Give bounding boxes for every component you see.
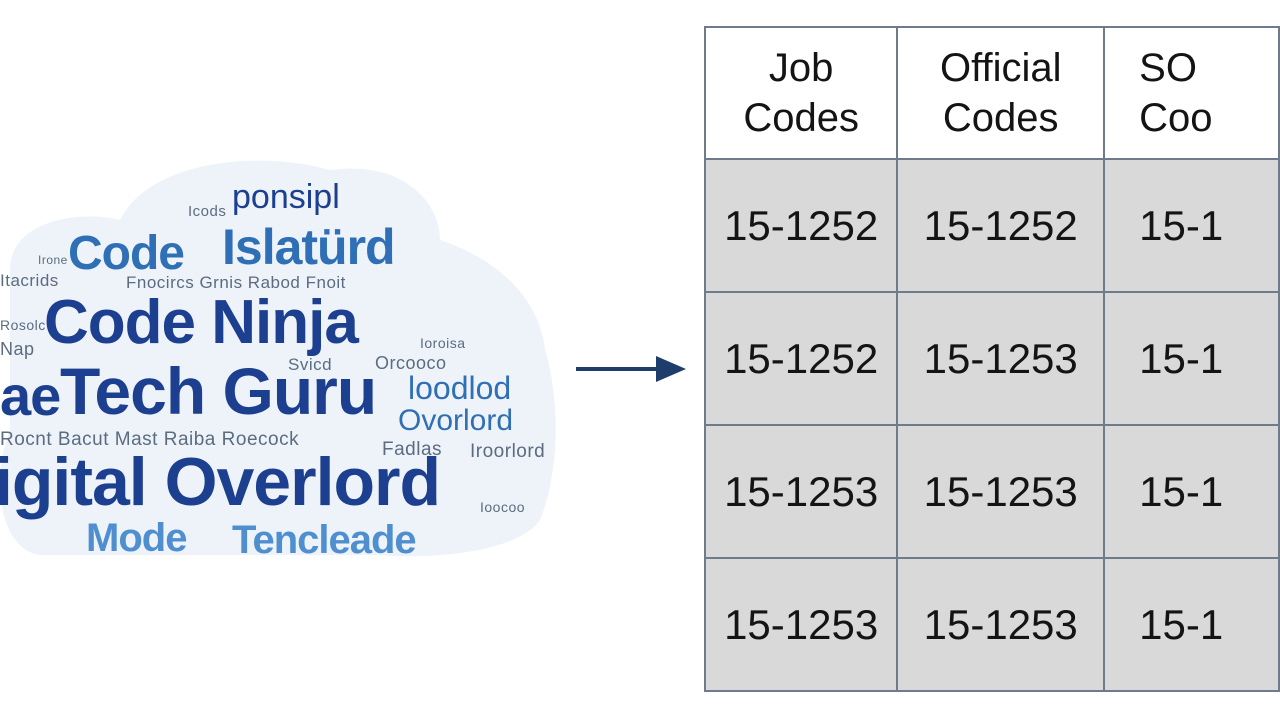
table-cell: 15-1 [1103,557,1280,692]
cloud-shape [0,160,556,557]
header-soc-codes: SO Coo [1103,26,1280,160]
cloud-word: Iroorlord [470,441,546,462]
cloud-word: Tencleade [232,518,417,562]
table-cell: 15-1252 [703,158,899,293]
codes-table: Job Codes Official Codes SO Coo 15-1252 … [703,26,1280,692]
cloud-word: igital Overlord [0,444,441,520]
header-line: Coo [1139,96,1213,140]
header-line: Codes [743,96,859,140]
table-row: 15-1252 15-1252 15-1 [703,158,1280,293]
table-cell: 15-1252 [896,158,1106,293]
table-cell: 15-1253 [896,557,1106,692]
cloud-word: Fadlas [382,439,443,460]
cloud-background [0,160,556,557]
cloud-word: Ovorlord [398,404,514,437]
header-line: Official [939,46,1062,90]
table-header-row: Job Codes Official Codes SO Coo [703,26,1280,160]
header-line: Codes [942,96,1059,140]
table-cell: 15-1 [1103,158,1280,293]
header-official-codes: Official Codes [896,26,1106,160]
table-cell: 15-1253 [703,424,899,559]
cloud-word: Mode [86,516,187,560]
cloud-word: Orcooco [375,353,447,373]
table-cell: 15-1253 [703,557,899,692]
cloud-word: Islatürd [222,219,396,275]
cloud-word: Irone [38,253,68,267]
header-line: SO [1139,46,1197,90]
right-arrow-icon [576,356,686,382]
table-cell: 15-1252 [703,291,899,426]
cloud-word: Code [68,227,185,280]
table-cell: 15-1 [1103,424,1280,559]
cloud-word: Rocnt Bacut Mast Raiba Roecock [0,429,300,450]
table-row: 15-1253 15-1253 15-1 [703,424,1280,559]
cloud-word: loodlod [408,370,512,406]
cloud-word: Code Ninja [44,288,359,357]
table-cell: 15-1 [1103,291,1280,426]
cloud-word: Fnocircs Grnis Rabod Fnoit [126,273,346,292]
table-cell: 15-1253 [896,424,1106,559]
cloud-word: Itacrids [0,271,59,290]
header-job-codes: Job Codes [703,26,899,160]
header-line: Job [768,46,834,90]
word-cloud: Code Islatürd Code Ninja ae Tech Guru ig… [0,150,570,570]
cloud-word: Rosolc [0,317,46,333]
table-row: 15-1252 15-1253 15-1 [703,291,1280,426]
cloud-word: Ioroisa [420,335,466,351]
cloud-word: Nap [0,339,35,359]
table-row: 15-1253 15-1253 15-1 [703,557,1280,692]
cloud-word: Ioocoo [480,499,526,515]
table-cell: 15-1253 [896,291,1106,426]
cloud-word: Tech Guru [60,354,377,428]
cloud-word: Icods [188,203,227,220]
cloud-word: ae [0,364,61,427]
cloud-word: ponsipl [232,178,340,216]
cloud-word: Svicd [288,355,333,374]
